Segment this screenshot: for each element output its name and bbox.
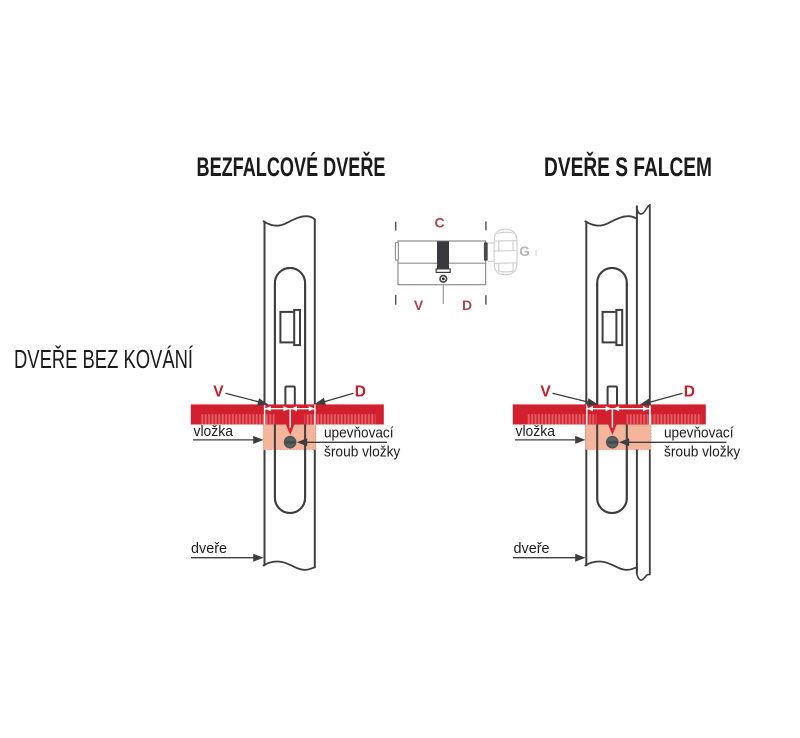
svg-text:upevňovací: upevňovací xyxy=(324,425,394,442)
svg-text:dveře: dveře xyxy=(191,540,227,557)
svg-text:DVEŘE BEZ KOVÁNÍ: DVEŘE BEZ KOVÁNÍ xyxy=(14,344,194,374)
svg-text:G: G xyxy=(519,244,530,259)
svg-text:vložka: vložka xyxy=(194,423,234,440)
svg-text:šroub vložky: šroub vložky xyxy=(664,443,741,460)
svg-text:D: D xyxy=(684,383,695,400)
svg-text:V: V xyxy=(540,383,551,400)
svg-text:D: D xyxy=(462,297,472,313)
svg-text:V: V xyxy=(414,297,424,313)
svg-text:DVEŘE S FALCEM: DVEŘE S FALCEM xyxy=(544,151,712,182)
svg-text:šroub vložky: šroub vložky xyxy=(324,443,401,460)
svg-text:V: V xyxy=(213,383,224,400)
svg-text:upevňovací: upevňovací xyxy=(664,425,734,442)
svg-text:dveře: dveře xyxy=(514,540,550,557)
svg-text:D: D xyxy=(355,383,366,400)
svg-text:C: C xyxy=(434,215,444,231)
svg-text:vložka: vložka xyxy=(516,423,556,440)
svg-text:BEZFALCOVÉ DVEŘE: BEZFALCOVÉ DVEŘE xyxy=(197,151,386,182)
